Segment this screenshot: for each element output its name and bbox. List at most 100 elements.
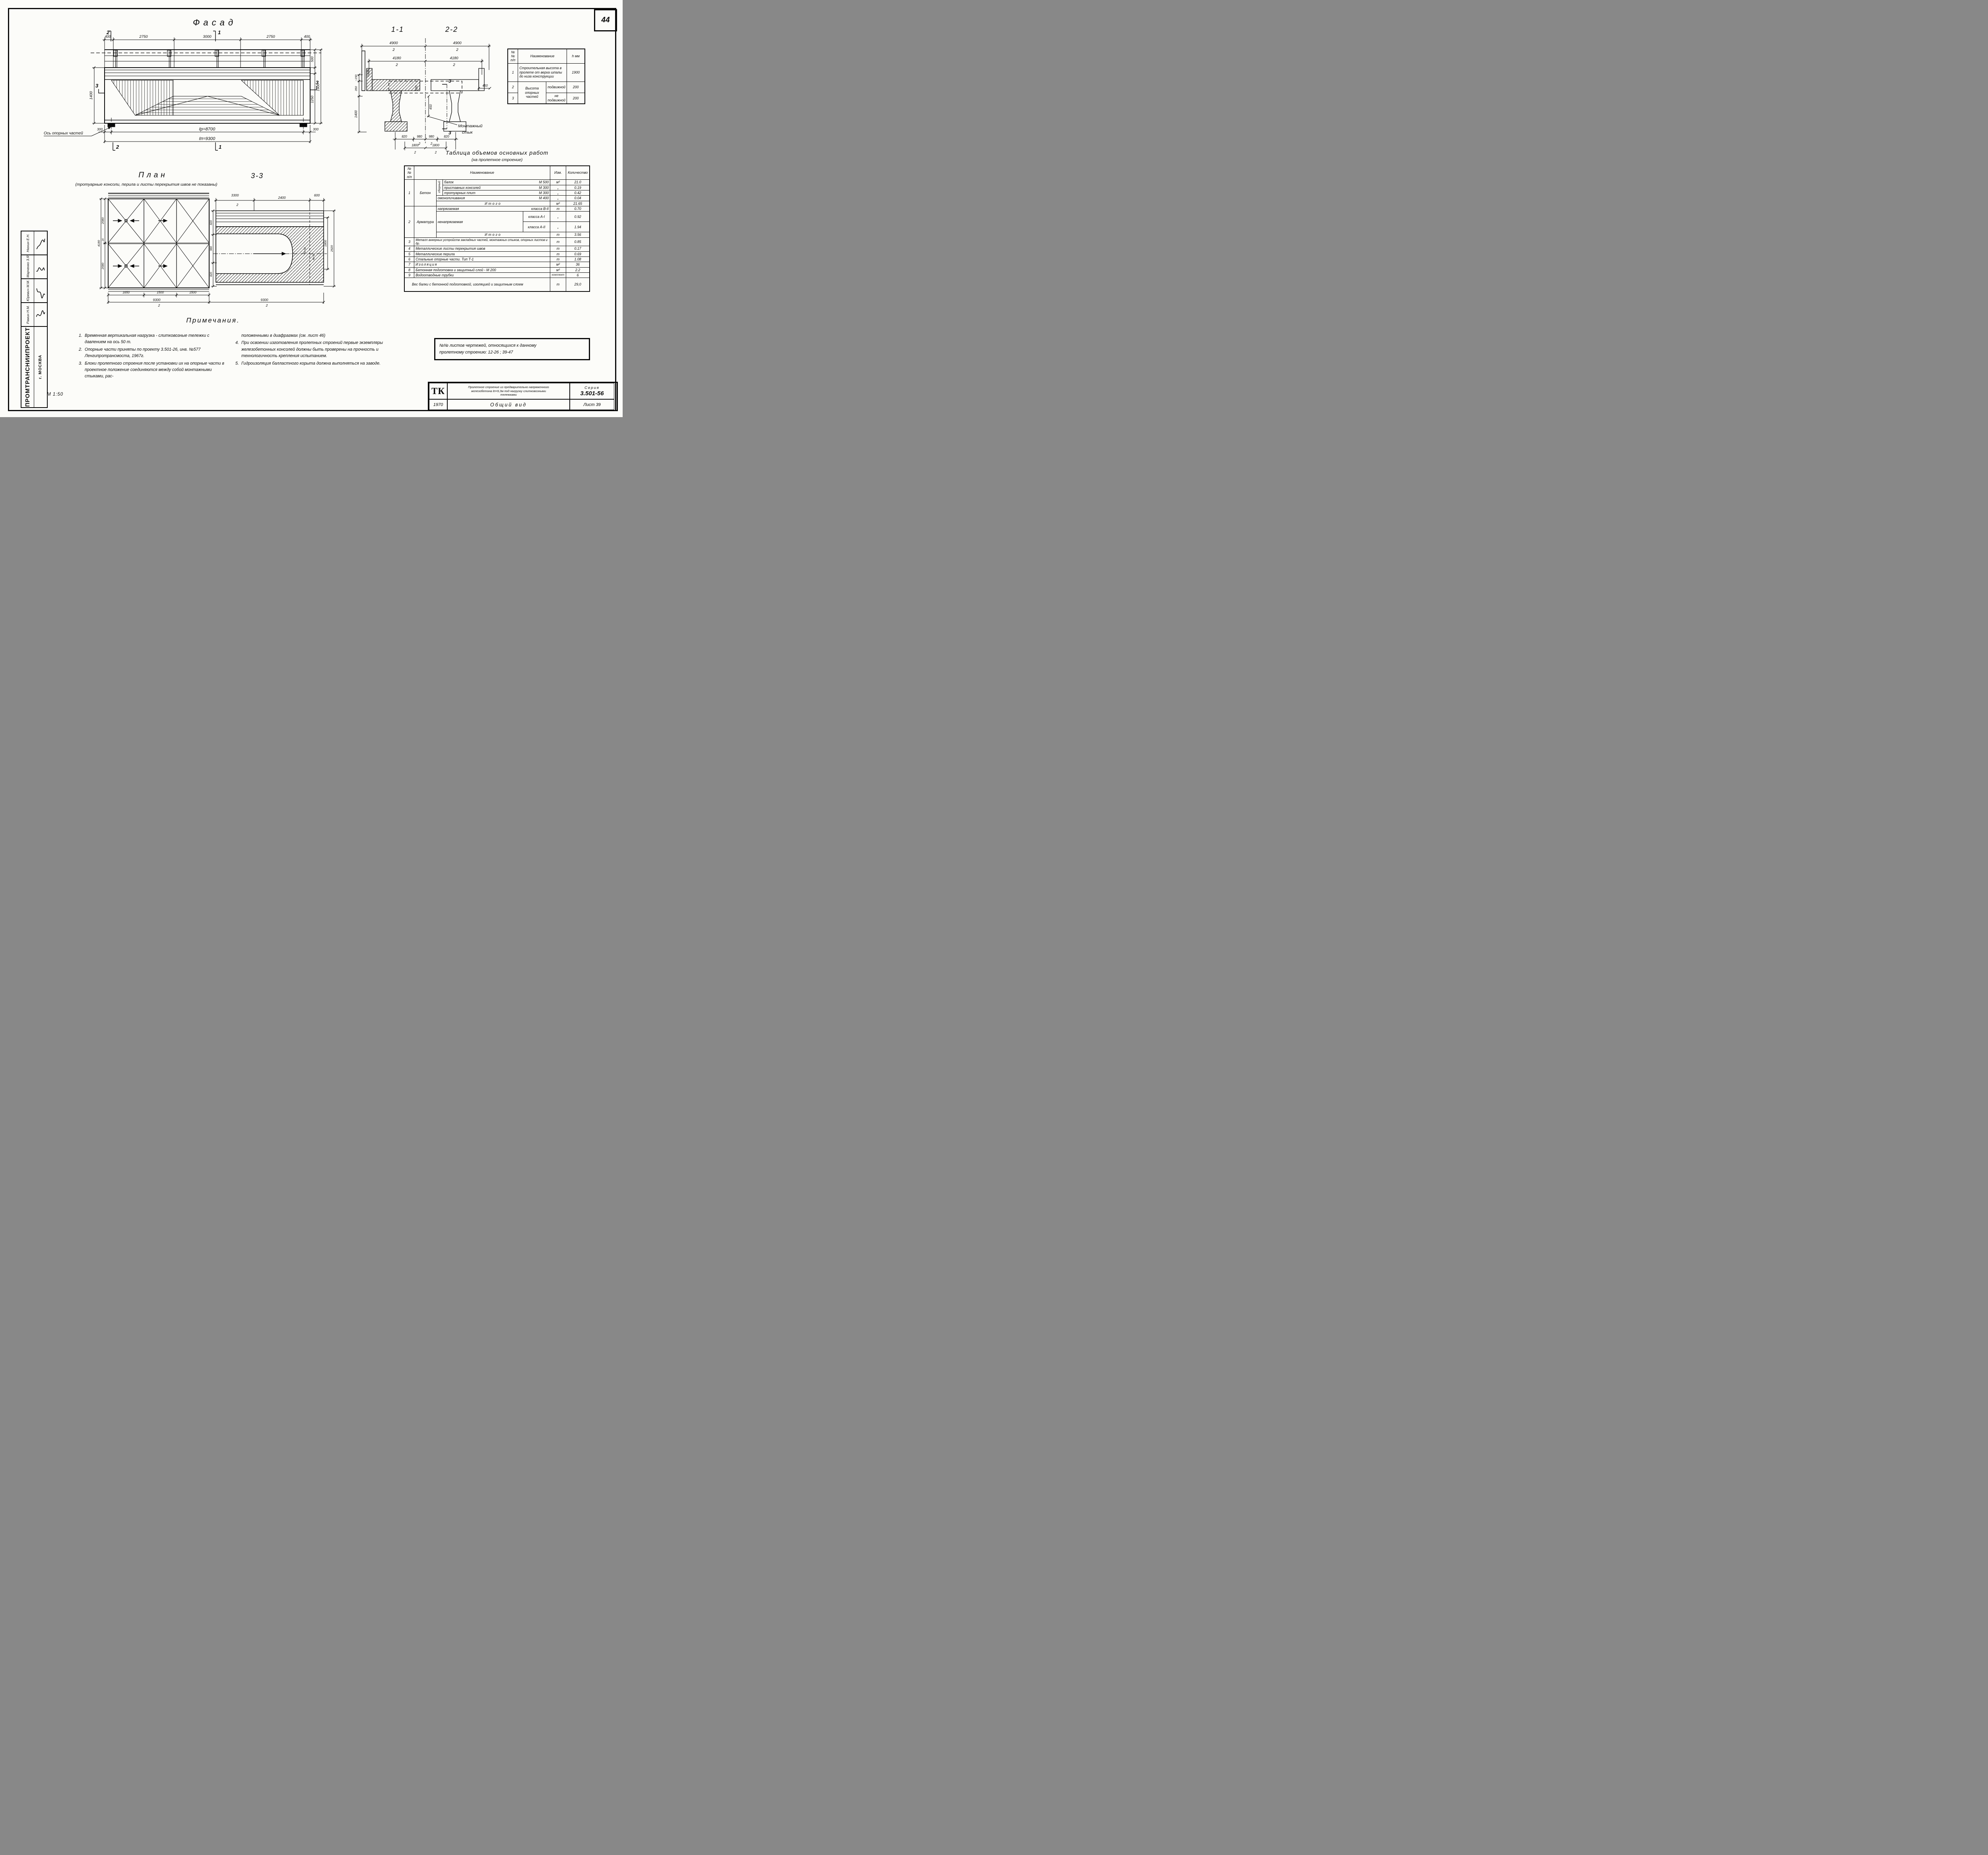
sidebar-row: Марченко З.Я	[21, 255, 47, 279]
dim-label: 820	[444, 135, 449, 138]
sheet-frame	[8, 8, 616, 411]
cell: 0.42	[566, 190, 590, 196]
dim-label: 400	[304, 35, 310, 39]
sheets-note-line2: пролетному строению: 12-26 ; 39-47	[439, 350, 513, 355]
section-22-title: 2-2	[445, 25, 458, 33]
dim-label: 2	[452, 63, 455, 67]
plan-subtitle: (тротуарные консоли, перила и листы пере…	[75, 182, 217, 187]
item-grade: М 400	[539, 196, 549, 200]
cell: Бетонная подготовка и защитный слой - М …	[414, 267, 550, 273]
note-number: 2.	[79, 347, 82, 352]
facade-left-dim	[92, 66, 106, 124]
cell: Бетон	[414, 179, 437, 206]
title-block: ТК Пролетное строение из предварительно …	[428, 382, 618, 411]
plan-bottom-dims	[107, 293, 325, 304]
cell: 1900	[567, 63, 585, 82]
works-table-subtitle: (на пролетное строение)	[471, 157, 523, 162]
note-text: Блоки пролетного строения после установк…	[85, 361, 224, 379]
cell: т	[549, 246, 567, 252]
dim-label: 2400	[278, 196, 286, 200]
dim-label: 1650	[122, 291, 130, 294]
cell: м³	[549, 179, 567, 185]
cell: Строительная высота в пролете от верха ш…	[518, 63, 567, 82]
ballast-outline	[389, 81, 462, 93]
cell: 0.19	[566, 185, 590, 190]
cell: т	[549, 278, 567, 292]
cell: 29,0	[566, 278, 590, 292]
facade-marker-3-left: 3	[95, 83, 99, 89]
sections-bottom-dims	[393, 132, 458, 150]
cell: м²	[549, 262, 567, 268]
cell: 200	[567, 81, 585, 93]
cell: 36	[566, 262, 590, 268]
facade-axis-leader	[44, 127, 111, 136]
drawing-sheet: 44 Фасад 2 1	[0, 0, 623, 417]
section-33-title: 3-3	[250, 172, 264, 180]
note-item: 4. При освоении изготовления пролетных с…	[235, 340, 398, 359]
org-city: г. МОСКВА	[38, 355, 43, 379]
joint-label-2: стык	[462, 130, 473, 135]
page-number-box: 44	[594, 9, 617, 31]
facade-handrail	[91, 50, 321, 68]
cell: 3	[404, 237, 415, 247]
center-dim-450	[427, 95, 430, 117]
cell: 8	[404, 267, 415, 273]
dim-label: 60÷50	[304, 247, 307, 254]
page-number: 44	[601, 16, 610, 24]
note-item: 3. Блоки пролетного строения после устан…	[79, 360, 231, 380]
facade-marker-3-left-flag	[99, 89, 105, 93]
facade-marker-3-right-flag	[310, 86, 316, 90]
dim-label: 500	[415, 85, 418, 91]
cell: 0.69	[566, 251, 590, 257]
cell: 0.92	[566, 211, 590, 222]
dim-label: 4180	[450, 56, 458, 60]
dim-label: 1400	[89, 91, 93, 100]
dim-label: 1800	[412, 144, 419, 147]
dim-label: 2620	[330, 245, 334, 253]
sidebar-name: Марченко З.Я	[25, 256, 30, 278]
dim-label: 1900	[316, 84, 320, 91]
dim-label: 500	[310, 56, 314, 62]
cell: 2	[507, 81, 518, 93]
cell: „	[549, 190, 567, 196]
dim-label: ~150	[354, 74, 358, 82]
cell: м³	[549, 200, 567, 207]
facade-right-dims	[310, 49, 322, 124]
note-number: 1.	[79, 333, 82, 338]
facade-girder	[105, 68, 310, 123]
dim-label: 4900	[389, 41, 398, 45]
sections-drawing: 4900 2 4900 2 4180 2 4180 2 1100	[354, 37, 495, 154]
cell: ненапрягаемая	[436, 211, 524, 233]
dim-label: 2	[456, 48, 458, 52]
facade-title: Фасад	[192, 17, 237, 27]
dim-label: 300	[97, 127, 103, 131]
dim-label: 1800	[324, 240, 327, 247]
dim-label: 4180	[97, 240, 101, 247]
dim-label: 20	[102, 238, 105, 242]
pole	[362, 51, 365, 91]
series-cell: Серия 3.501-56	[570, 383, 614, 399]
facade-top-dim-lines	[103, 37, 312, 68]
item-grade: М 500	[539, 180, 549, 185]
scale-label: М 1:50	[47, 392, 64, 397]
cell: м³	[549, 267, 567, 273]
cell: 1	[507, 63, 518, 82]
facade-bearings	[108, 118, 307, 134]
notes-left-column: 1. Временная вертикальная нагрузка - сли…	[79, 332, 231, 381]
dim-label: 1400	[354, 110, 358, 118]
dim-label: 2	[236, 203, 239, 207]
cell: 6	[404, 256, 415, 262]
org-name: ПРОМТРАНСНИИПРОЕКТ	[24, 327, 31, 407]
cell: т	[549, 237, 567, 247]
dim-label: 2	[418, 142, 421, 146]
dim-label: 4900	[453, 41, 462, 45]
dim-label: 980	[429, 135, 434, 138]
plan-title: План	[138, 171, 168, 179]
signature-icon	[35, 281, 46, 301]
note-text: Временная вертикальная нагрузка - слитко…	[85, 333, 210, 345]
sidebar-row: Рамин Н.М.	[21, 303, 47, 327]
cell: 200	[567, 92, 585, 104]
drawing-title-line3: тележками	[500, 393, 517, 397]
facade-marker-1-bottom: 1	[219, 144, 221, 150]
sidebar-name: Рамин Н.М.	[25, 305, 30, 324]
